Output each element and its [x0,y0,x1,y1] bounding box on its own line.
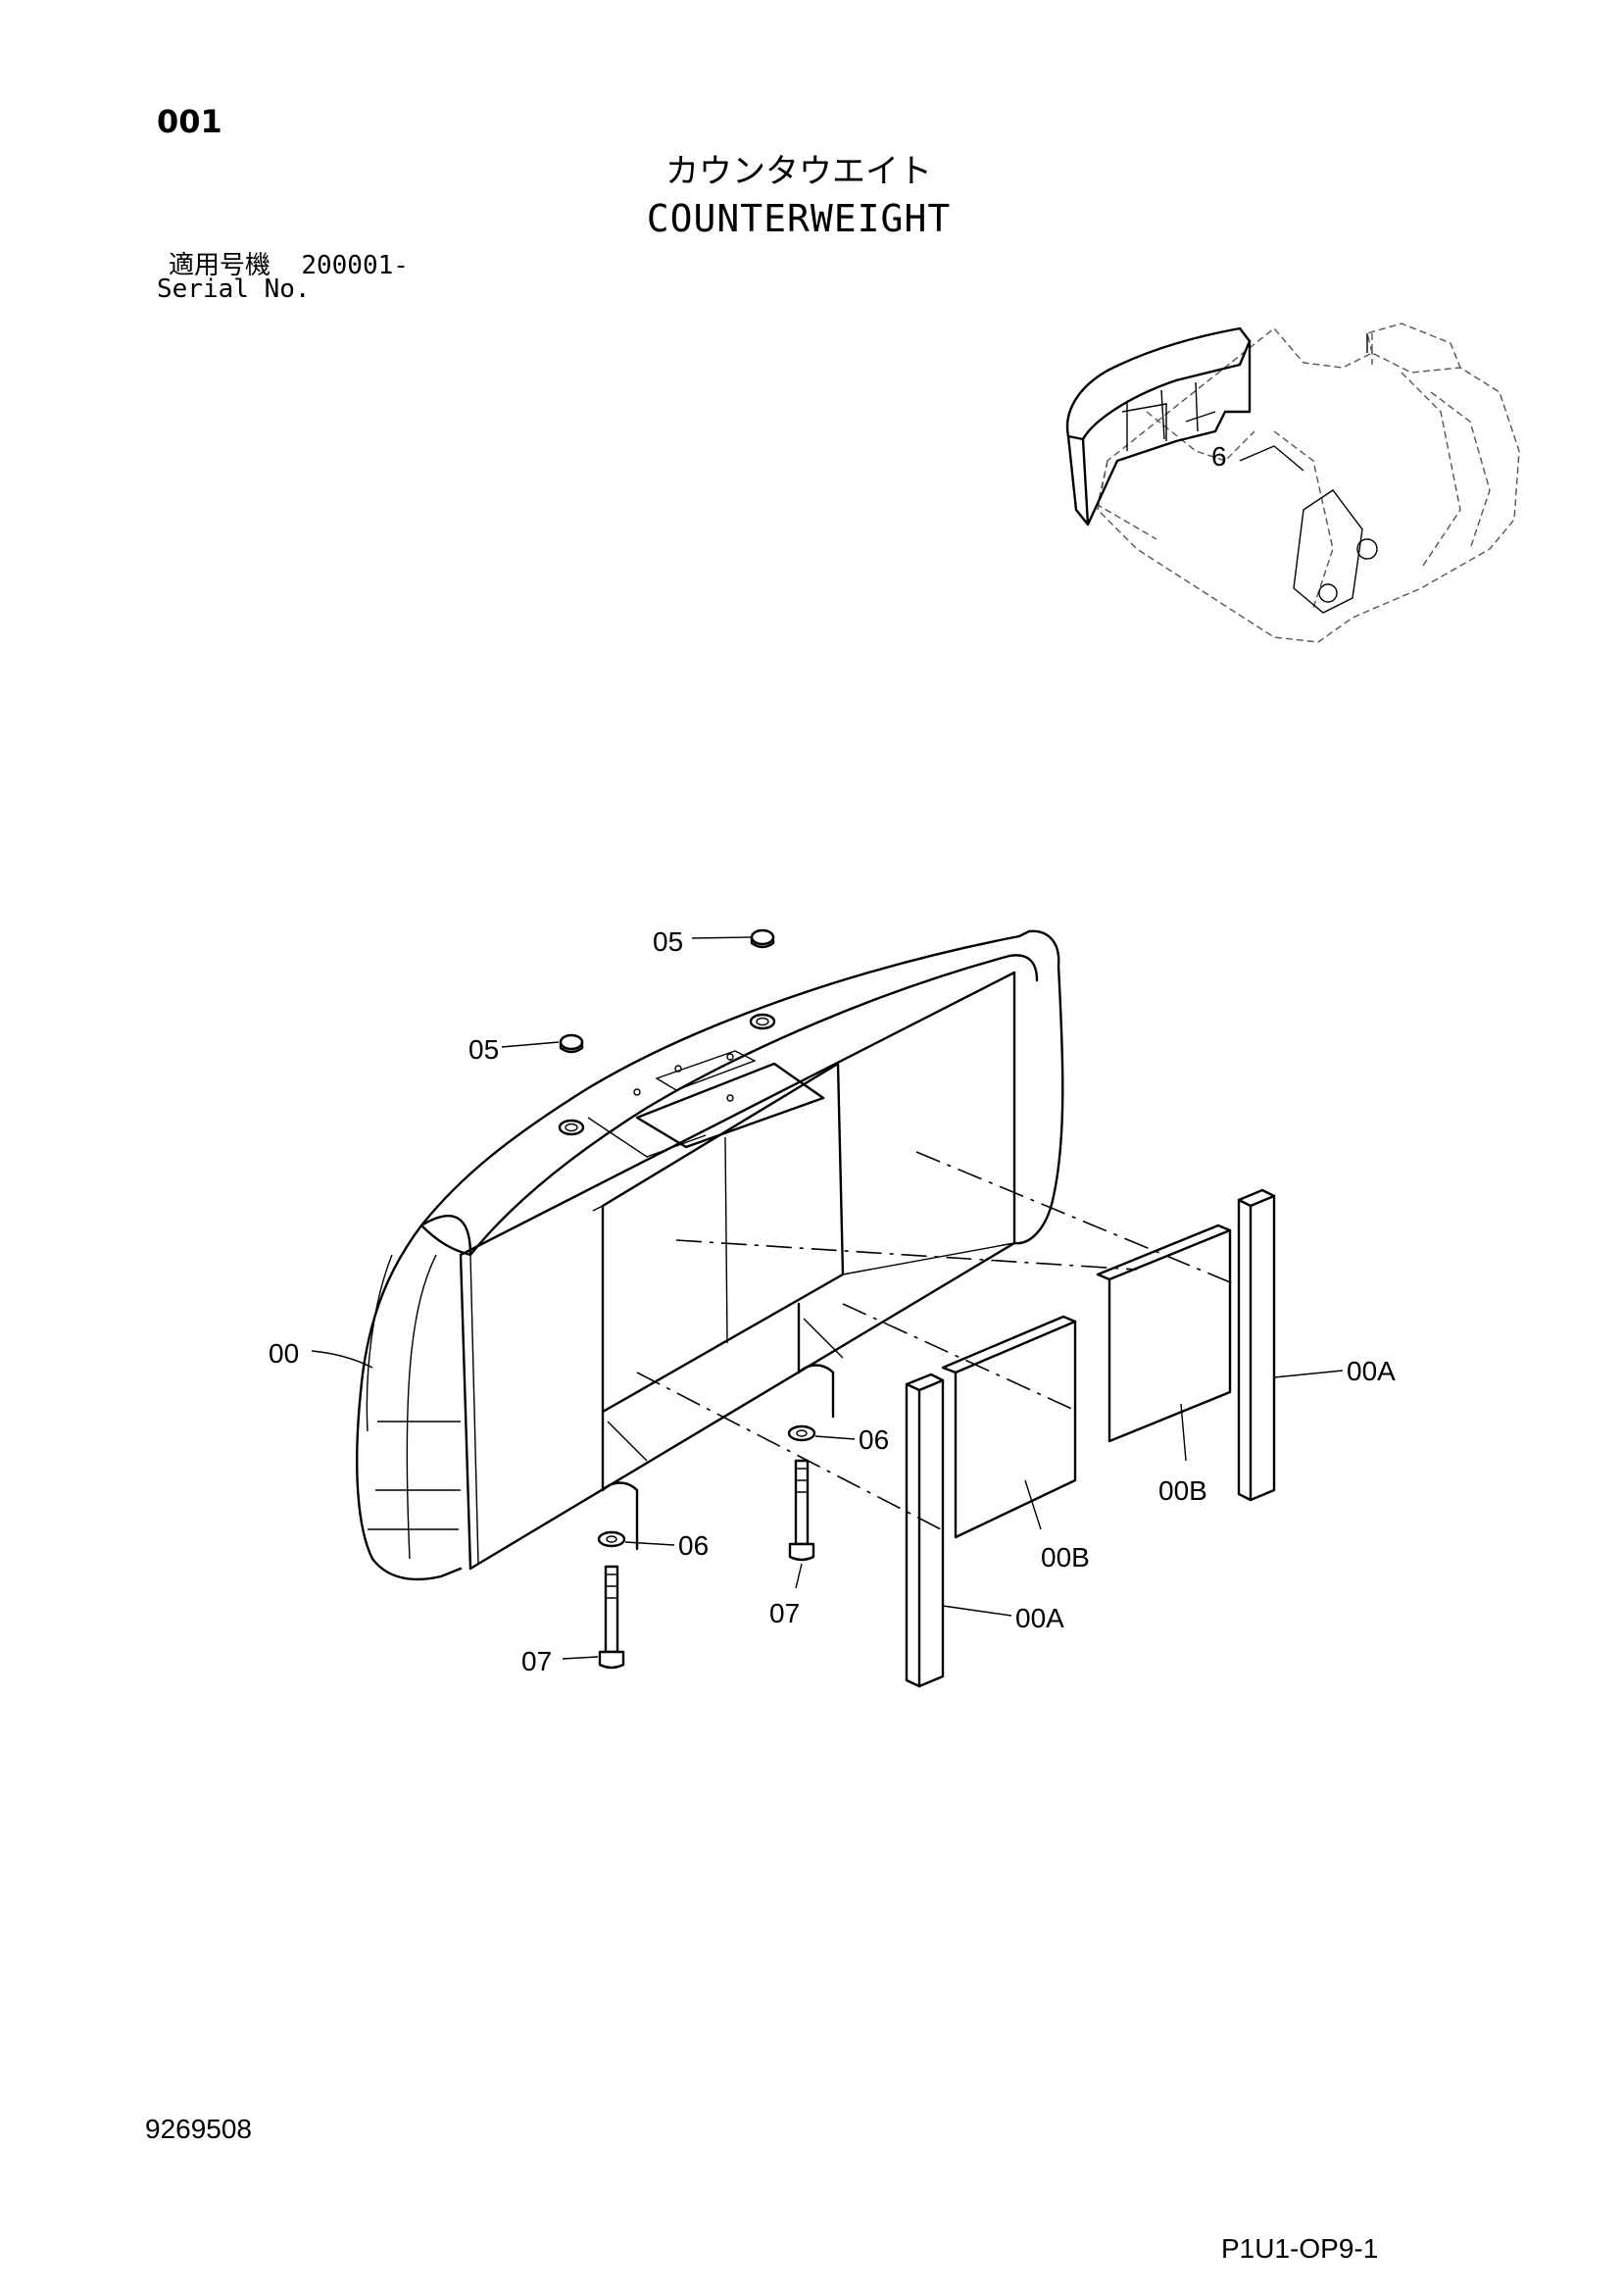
part-00A-bar-a [905,1373,945,1688]
title-japanese: カウンタウエイト [665,152,932,191]
machine-locator-thumbnail: 6 [1065,323,1520,643]
callout-07-b: 07 [521,1646,552,1676]
callout-06-a: 06 [859,1424,889,1455]
page-number: 001 [157,103,222,140]
title-english: COUNTERWEIGHT [646,197,952,240]
part-07-bolt-b [598,1565,625,1670]
part-05-plug-b [558,1033,585,1136]
callout-00B-a: 00B [1158,1475,1207,1506]
document-number: 9269508 [145,2114,253,2144]
callout-00A-a: 00A [1347,1356,1396,1386]
part-00A-bar-b [1237,1188,1276,1502]
locator-mark: 6 [1211,441,1227,472]
serial-label-english: Serial No. [157,275,311,304]
leader-lines [311,936,1344,1660]
part-06-washer-b [597,1530,626,1548]
callout-00B-b: 00B [1041,1542,1090,1572]
part-05-plug-a [749,928,776,1030]
serial-line-japanese: 適用号機 200001- [169,253,409,278]
part-06-washer-a [787,1424,816,1442]
callout-06-b: 06 [678,1530,709,1561]
explosion-lines [636,1151,1236,1530]
callout-05-b: 05 [468,1034,499,1065]
counterweight-body [356,929,1064,1581]
part-00B-plate-a [941,1315,1077,1539]
serial-label-japanese: 適用号機 [169,251,271,280]
part-07-bolt-a [788,1459,815,1562]
callout-labels: 05 05 00 06 06 07 07 00A 00A 00B 00B [269,926,1396,1676]
callout-00: 00 [269,1338,299,1369]
callout-05-a: 05 [653,926,683,957]
callout-07-a: 07 [769,1598,800,1628]
page-code: P1U1-OP9-1 [1221,2233,1379,2264]
callout-00A-b: 00A [1015,1603,1064,1633]
serial-value: 200001- [301,251,409,280]
part-00B-plate-b [1096,1223,1232,1443]
